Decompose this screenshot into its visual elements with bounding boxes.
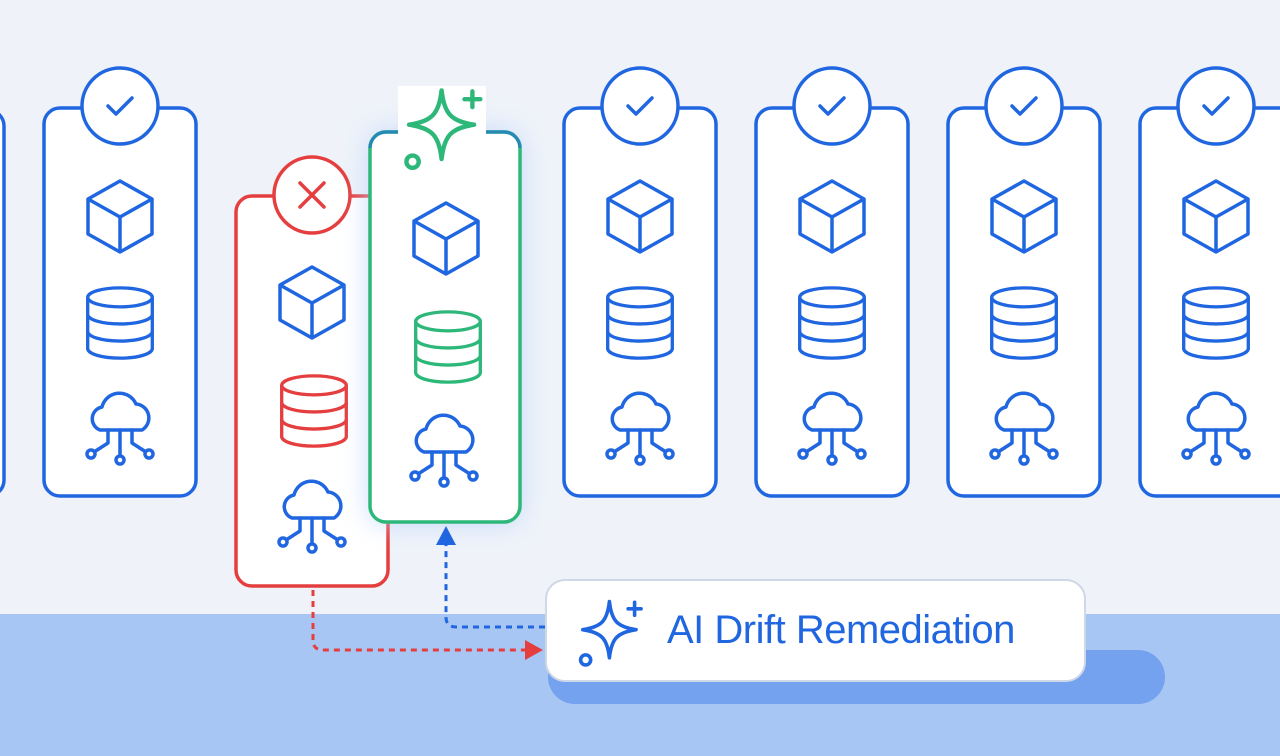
server-card-partial-left <box>0 112 6 494</box>
check-icon <box>792 66 872 146</box>
check-icon <box>1176 66 1256 146</box>
server-card-healthy <box>562 66 718 498</box>
ai-drift-remediation-label: AI Drift Remediation <box>545 579 1086 682</box>
ai-drift-remediation-text: AI Drift Remediation <box>667 608 1015 652</box>
server-card-drifted <box>234 155 390 588</box>
server-card-healthy <box>1138 66 1280 498</box>
check-icon <box>600 66 680 146</box>
drift-report-connector <box>311 590 528 652</box>
server-card-healthy <box>42 66 198 498</box>
remediation-arrowhead <box>436 526 456 545</box>
server-card-healthy <box>946 66 1102 498</box>
check-icon <box>984 66 1064 146</box>
server-card-remediated <box>368 86 522 524</box>
sparkle-icon <box>578 599 643 667</box>
check-icon <box>80 66 160 146</box>
server-card-healthy <box>754 66 910 498</box>
remediation-connector <box>444 542 545 629</box>
drift-report-arrowhead <box>525 640 543 660</box>
